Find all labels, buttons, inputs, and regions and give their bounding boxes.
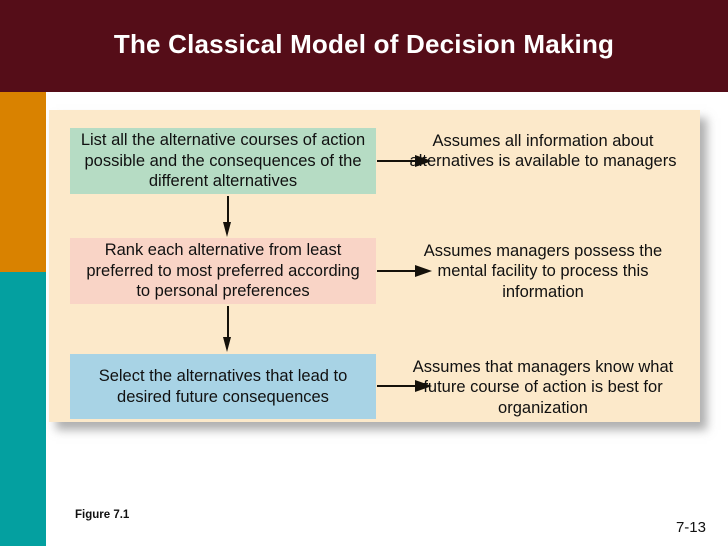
arrow-head (415, 155, 432, 167)
assumption-text-information: Assumes all information about alternativ… (409, 132, 677, 171)
arrow-stem (377, 160, 417, 162)
slide-number: 7-13 (675, 519, 706, 536)
arrow-down-icon-1 (221, 196, 234, 237)
arrow-right-icon-1 (377, 154, 433, 168)
figure-caption: Figure 7.1 (75, 509, 130, 521)
arrow-right-icon-2 (377, 264, 433, 278)
flow-box-select-alternatives: Select the alternatives that lead to des… (70, 354, 376, 419)
arrow-stem (227, 196, 229, 224)
accent-bar-teal (0, 272, 46, 546)
page-title: The Classical Model of Decision Making (113, 28, 615, 59)
arrow-stem (377, 385, 417, 387)
arrow-head (223, 337, 231, 352)
arrow-down-icon-2 (221, 306, 234, 353)
arrow-head (223, 222, 231, 237)
arrow-head (415, 380, 432, 392)
arrow-right-icon-3 (377, 379, 433, 393)
arrow-stem (227, 306, 229, 339)
figure-panel: List all the alternative courses of acti… (49, 110, 700, 422)
accent-bar-orange (0, 92, 46, 272)
assumption-text-future-course: Assumes that managers know what future c… (412, 358, 674, 417)
slide-title-bar: The Classical Model of Decision Making (0, 0, 728, 92)
arrow-stem (377, 270, 417, 272)
assumption-text-mental-facility: Assumes managers possess the mental faci… (423, 242, 663, 301)
arrow-head (415, 265, 432, 277)
flow-box-list-alternatives: List all the alternative courses of acti… (70, 128, 376, 194)
flow-box-rank-alternatives: Rank each alternative from least preferr… (70, 238, 376, 304)
